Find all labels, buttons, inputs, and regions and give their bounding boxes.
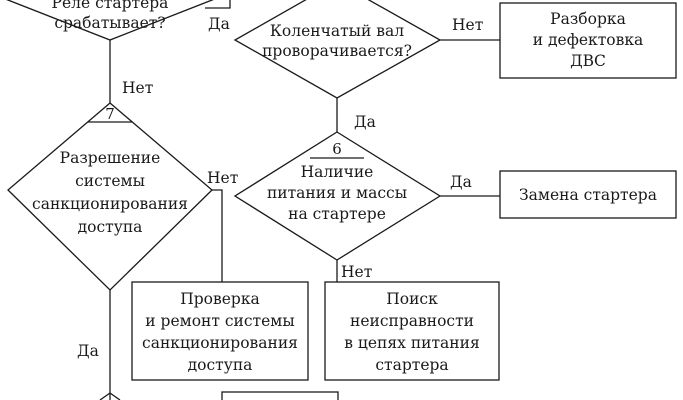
relay-decision-line-1: Реле стартера xyxy=(52,0,169,12)
repair-auth-line-3: санкционирования xyxy=(142,334,298,352)
connectors xyxy=(109,0,500,400)
crankshaft-decision: Коленчатый вал проворачивается? xyxy=(233,0,442,99)
repair-auth-line-2: и ремонт системы xyxy=(145,312,294,330)
replace-starter-box: Замена стартера xyxy=(499,170,677,219)
label-crank-yes: Да xyxy=(354,113,376,131)
label-power-yes: Да xyxy=(450,173,472,191)
relay-decision-line-2: срабатывает? xyxy=(54,14,165,32)
authorization-line-3: санкционирования xyxy=(32,195,188,213)
repair-auth-box: Проверка и ремонт системы санкционирован… xyxy=(131,281,309,381)
label-crank-no: Нет xyxy=(452,16,483,34)
next-decision-top xyxy=(99,392,121,400)
label-relay-no: Нет xyxy=(122,79,153,97)
disassembly-line-3: ДВС xyxy=(570,52,606,70)
crankshaft-decision-line-2: проворачивается? xyxy=(262,42,412,60)
relay-decision: Реле стартера срабатывает? xyxy=(6,0,214,41)
repair-auth-line-1: Проверка xyxy=(180,290,260,308)
authorization-decision: 7 Разрешение системы санкционирования до… xyxy=(7,102,213,291)
label-relay-yes: Да xyxy=(208,15,230,33)
repair-auth-line-4: доступа xyxy=(188,356,253,374)
power-ground-step-number: 6 xyxy=(332,140,342,158)
fault-search-line-2: неисправности xyxy=(350,312,474,330)
authorization-line-2: системы xyxy=(75,172,145,190)
fault-search-line-1: Поиск xyxy=(386,290,438,308)
bottom-partial-shapes xyxy=(99,391,339,400)
label-auth-yes: Да xyxy=(77,342,99,360)
power-ground-line-2: питания и массы xyxy=(267,184,407,202)
label-auth-no: Нет xyxy=(207,169,238,187)
power-ground-decision: 6 Наличие питания и массы на стартере xyxy=(233,131,442,261)
replace-starter-line-1: Замена стартера xyxy=(519,186,657,204)
power-ground-line-1: Наличие xyxy=(301,163,374,181)
fault-search-box: Поиск неисправности в цепях питания стар… xyxy=(324,281,500,381)
edge-labels: Да Нет Нет Да Нет Да Да Нет xyxy=(77,15,483,360)
fault-search-line-4: стартера xyxy=(375,356,448,374)
power-ground-line-3: на стартере xyxy=(288,205,386,223)
authorization-line-1: Разрешение xyxy=(60,149,161,167)
authorization-line-4: доступа xyxy=(78,218,143,236)
disassembly-line-1: Разборка xyxy=(550,10,626,28)
fault-search-line-3: в цепях питания xyxy=(344,334,480,352)
disassembly-line-2: и дефектовка xyxy=(533,31,644,49)
next-box-top xyxy=(221,391,339,400)
crankshaft-decision-line-1: Коленчатый вал xyxy=(270,22,404,40)
label-power-no: Нет xyxy=(341,263,372,281)
authorization-step-number: 7 xyxy=(105,105,115,123)
disassembly-box: Разборка и дефектовка ДВС xyxy=(499,2,677,79)
